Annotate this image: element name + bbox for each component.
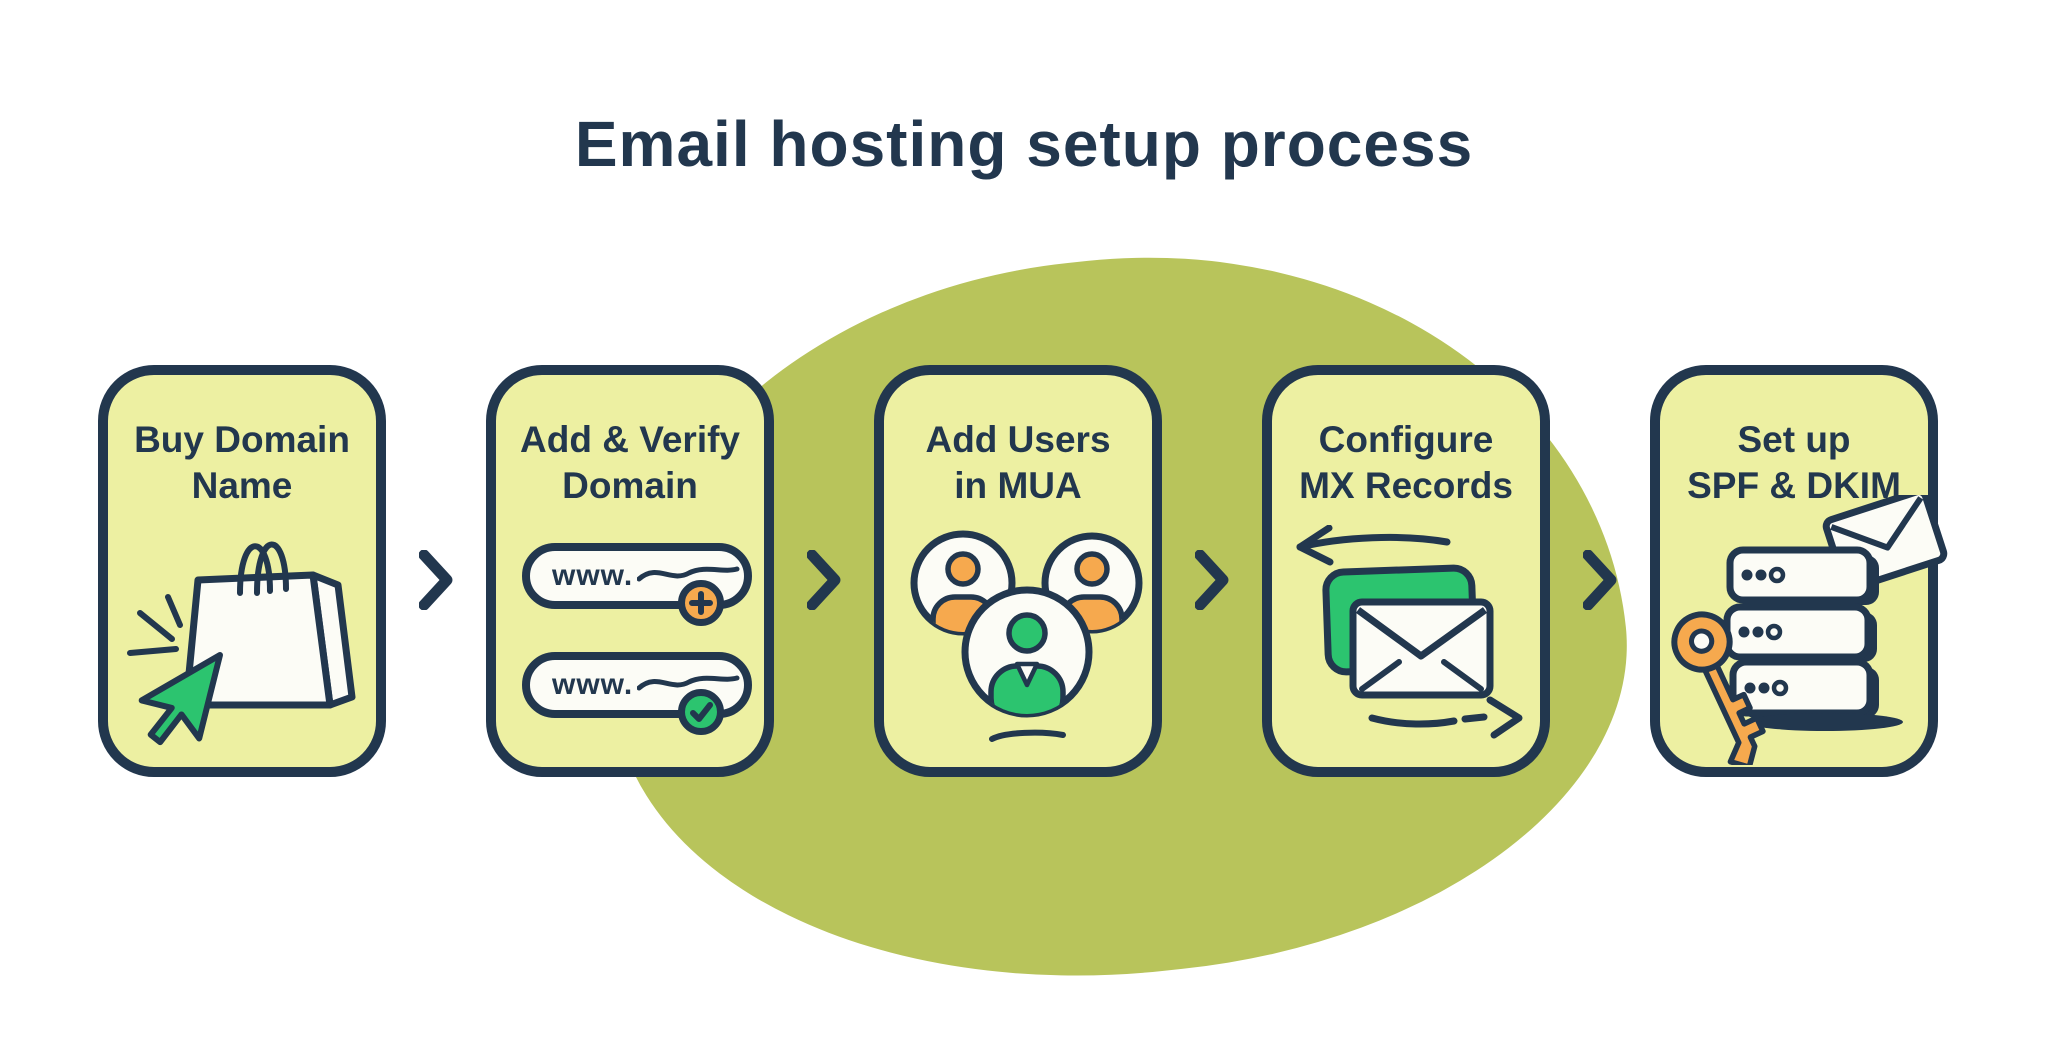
step-card-spf-dkim: Set up SPF & DKIM xyxy=(1650,365,1948,777)
step-card-add-users-mua: Add Users in MUA xyxy=(874,365,1162,777)
chevron-right-icon xyxy=(1583,550,1617,610)
server-key-icon xyxy=(1671,495,1948,765)
server-stack xyxy=(1723,546,1879,718)
domain-field: www. xyxy=(522,543,752,626)
chevron-right-icon xyxy=(1195,550,1229,610)
cursor-icon xyxy=(138,652,223,746)
arrow-right-icon xyxy=(1368,696,1523,739)
step-title: Set up SPF & DKIM xyxy=(1687,419,1901,506)
step-title: Add Users in MUA xyxy=(925,419,1111,506)
underline-squiggle xyxy=(989,729,1066,742)
www-label: www. xyxy=(552,559,634,592)
www-label: www. xyxy=(552,668,634,701)
click-burst-icon xyxy=(127,594,183,656)
step-title: Add & Verify Domain xyxy=(520,419,740,506)
shopping-bag-click-icon xyxy=(127,541,356,746)
step-card-configure-mx: Configure MX Records xyxy=(1262,365,1550,777)
step-title: Buy Domain Name xyxy=(134,419,350,506)
check-badge-icon xyxy=(678,689,724,735)
chevron-right-icon xyxy=(807,550,841,610)
shopping-bag xyxy=(182,541,356,709)
squiggle-line xyxy=(637,566,740,582)
key-icon xyxy=(1671,611,1766,765)
user-group-icon xyxy=(910,530,1143,742)
user-avatar-right xyxy=(1041,532,1143,634)
step-card-buy-domain: Buy Domain Name xyxy=(98,365,386,777)
mail-exchange-icon xyxy=(1296,525,1523,739)
step-card-add-verify-domain: Add & Verify Domain www. www. xyxy=(486,365,774,777)
plus-badge-icon xyxy=(678,580,724,626)
server-shadow xyxy=(1747,713,1903,731)
domain-field: www. xyxy=(522,652,752,735)
arrow-left-icon xyxy=(1296,525,1451,566)
squiggle-line xyxy=(637,675,740,691)
chevron-right-icon xyxy=(419,550,453,610)
envelope-icon xyxy=(1349,598,1494,699)
page-title: Email hosting setup process xyxy=(574,108,1474,180)
step-title: Configure MX Records xyxy=(1299,419,1513,506)
user-avatar-front xyxy=(961,586,1093,718)
